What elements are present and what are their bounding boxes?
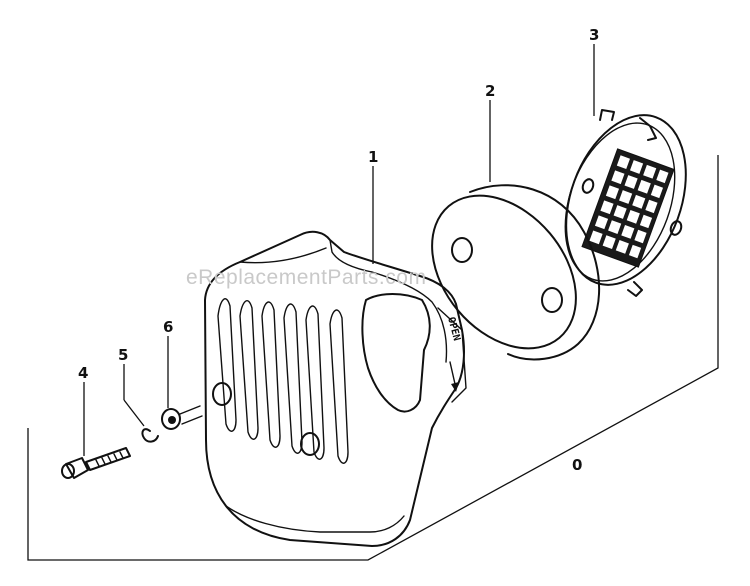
callout-clip: 5 bbox=[118, 346, 128, 364]
watermark-text: eReplacementParts.com bbox=[186, 266, 426, 289]
screen-part bbox=[564, 109, 687, 297]
filter-element-part bbox=[431, 184, 600, 361]
callout-screen: 3 bbox=[589, 26, 599, 44]
callout-element: 2 bbox=[485, 82, 495, 100]
assembly-bracket bbox=[27, 155, 719, 561]
callout-assembly: 0 bbox=[572, 456, 582, 474]
callout-leaders bbox=[83, 44, 595, 456]
callout-washer: 6 bbox=[163, 318, 173, 336]
bolt-part bbox=[61, 447, 131, 479]
clip-part bbox=[141, 428, 159, 443]
callout-bolt: 4 bbox=[78, 364, 88, 382]
callout-cover: 1 bbox=[368, 148, 378, 166]
washer-part bbox=[161, 405, 203, 430]
